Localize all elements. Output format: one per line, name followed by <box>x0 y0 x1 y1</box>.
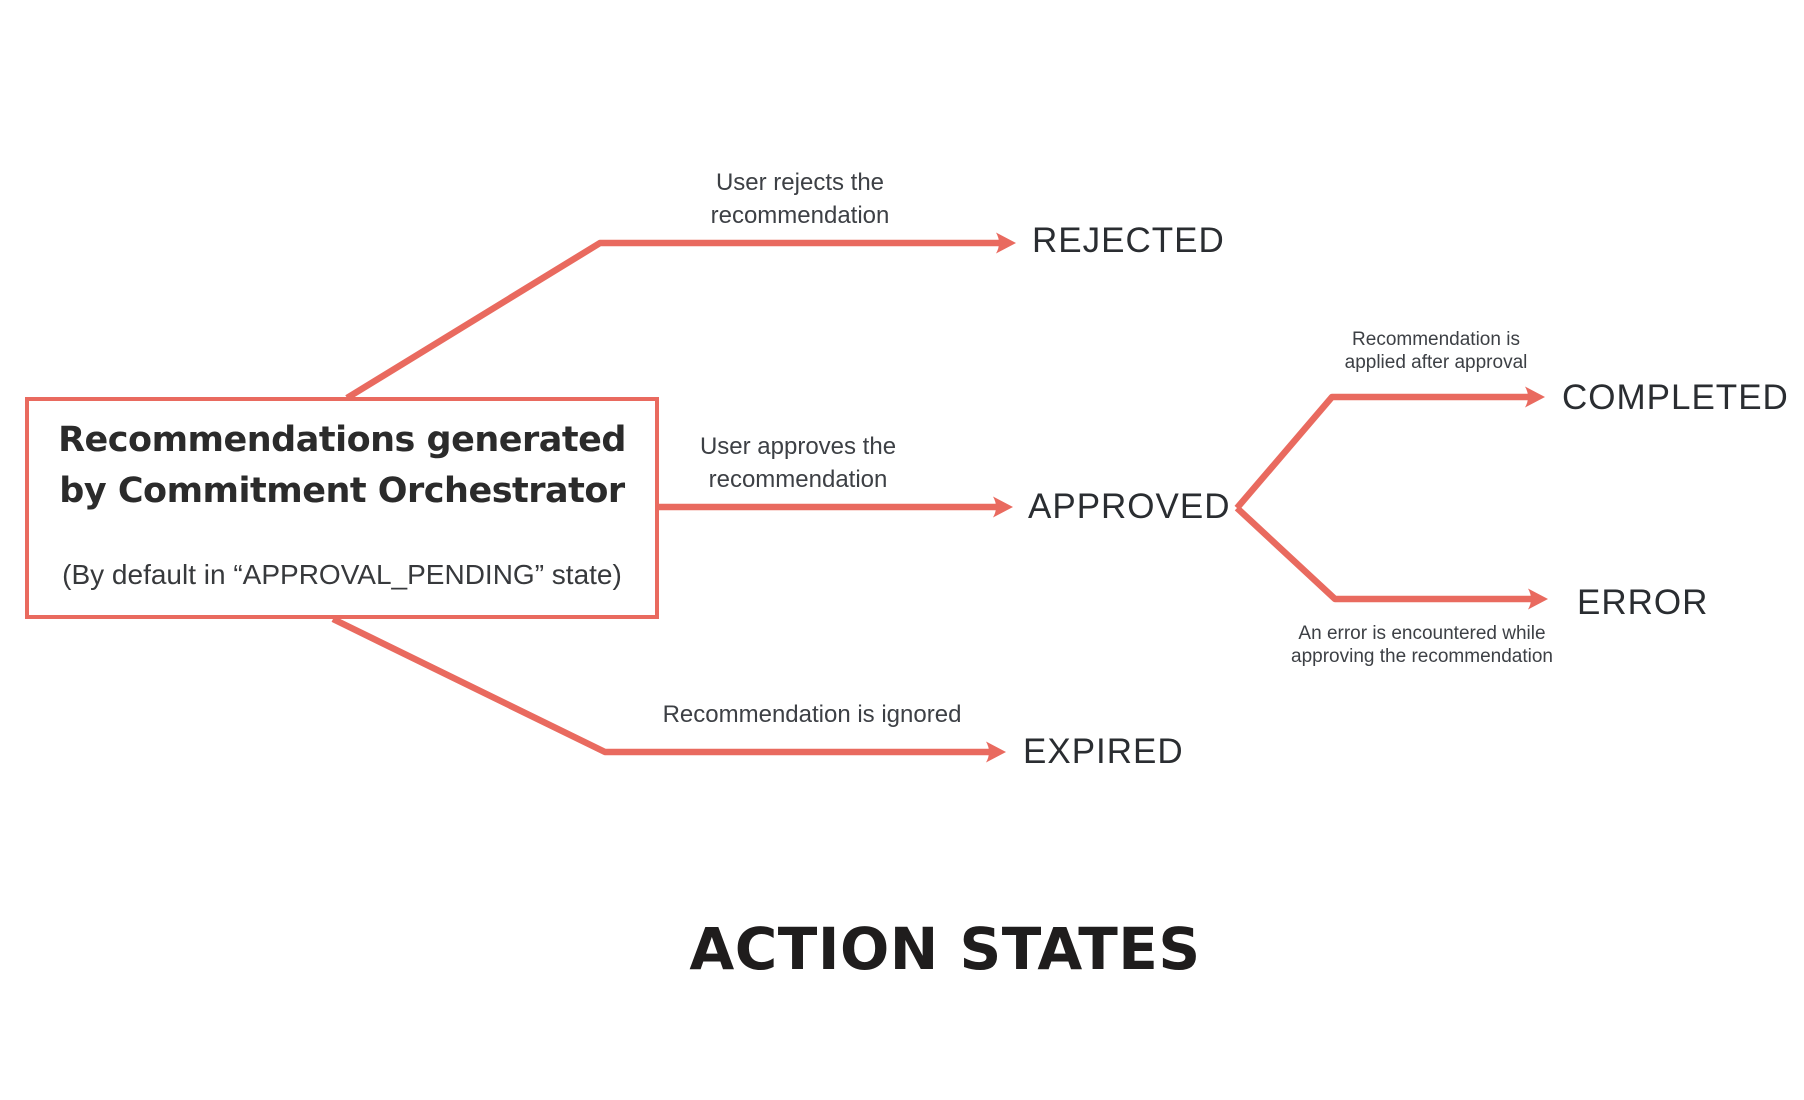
edge-completed-arrow-icon <box>1525 386 1545 408</box>
edge-label-approved-line1: User approves the <box>699 433 897 460</box>
edge-label-rejected-line2: recommendation <box>710 202 890 229</box>
edge-label-error: An error is encountered while approving … <box>1291 622 1553 668</box>
state-rejected: REJECTED <box>1032 221 1225 260</box>
edge-approved-arrow-icon <box>993 496 1013 518</box>
edge-label-expired-line1: Recommendation is ignored <box>662 701 962 728</box>
edge-label-completed-line2: applied after approval <box>1344 352 1528 373</box>
edge-label-error-line2: approving the recommendation <box>1291 646 1553 667</box>
source-node-heading: Recommendations generated by Commitment … <box>29 415 655 517</box>
edge-rejected-line <box>345 239 1000 401</box>
edge-expired-line <box>331 616 990 756</box>
source-node-subheading: (By default in “APPROVAL_PENDING” state) <box>62 559 622 590</box>
edge-label-rejected: User rejects the recommendation <box>711 166 890 232</box>
source-node-box: Recommendations generated by Commitment … <box>25 397 659 619</box>
diagram-title: ACTION STATES <box>689 915 1201 983</box>
state-error: ERROR <box>1577 583 1709 622</box>
state-completed: COMPLETED <box>1562 378 1789 417</box>
edge-rejected-arrow-icon <box>996 232 1016 254</box>
edge-label-completed-line1: Recommendation is <box>1352 329 1520 350</box>
edge-label-rejected-line1: User rejects the <box>715 169 885 196</box>
edge-error-line <box>1234 505 1532 603</box>
state-approved: APPROVED <box>1028 487 1231 526</box>
edge-label-approved: User approves the recommendation <box>700 430 896 496</box>
edge-label-completed: Recommendation is applied after approval <box>1345 328 1528 374</box>
state-expired: EXPIRED <box>1023 732 1184 771</box>
edge-completed-line <box>1234 393 1529 511</box>
edge-error-arrow-icon <box>1528 588 1548 610</box>
source-node-heading-line1: Recommendations generated <box>58 420 626 460</box>
edge-label-error-line1: An error is encountered while <box>1298 623 1546 644</box>
source-node-heading-line2: by Commitment Orchestrator <box>59 471 625 511</box>
edge-label-expired: Recommendation is ignored <box>663 698 962 731</box>
edge-label-approved-line2: recommendation <box>708 466 888 493</box>
edge-expired-arrow-icon <box>986 741 1006 763</box>
